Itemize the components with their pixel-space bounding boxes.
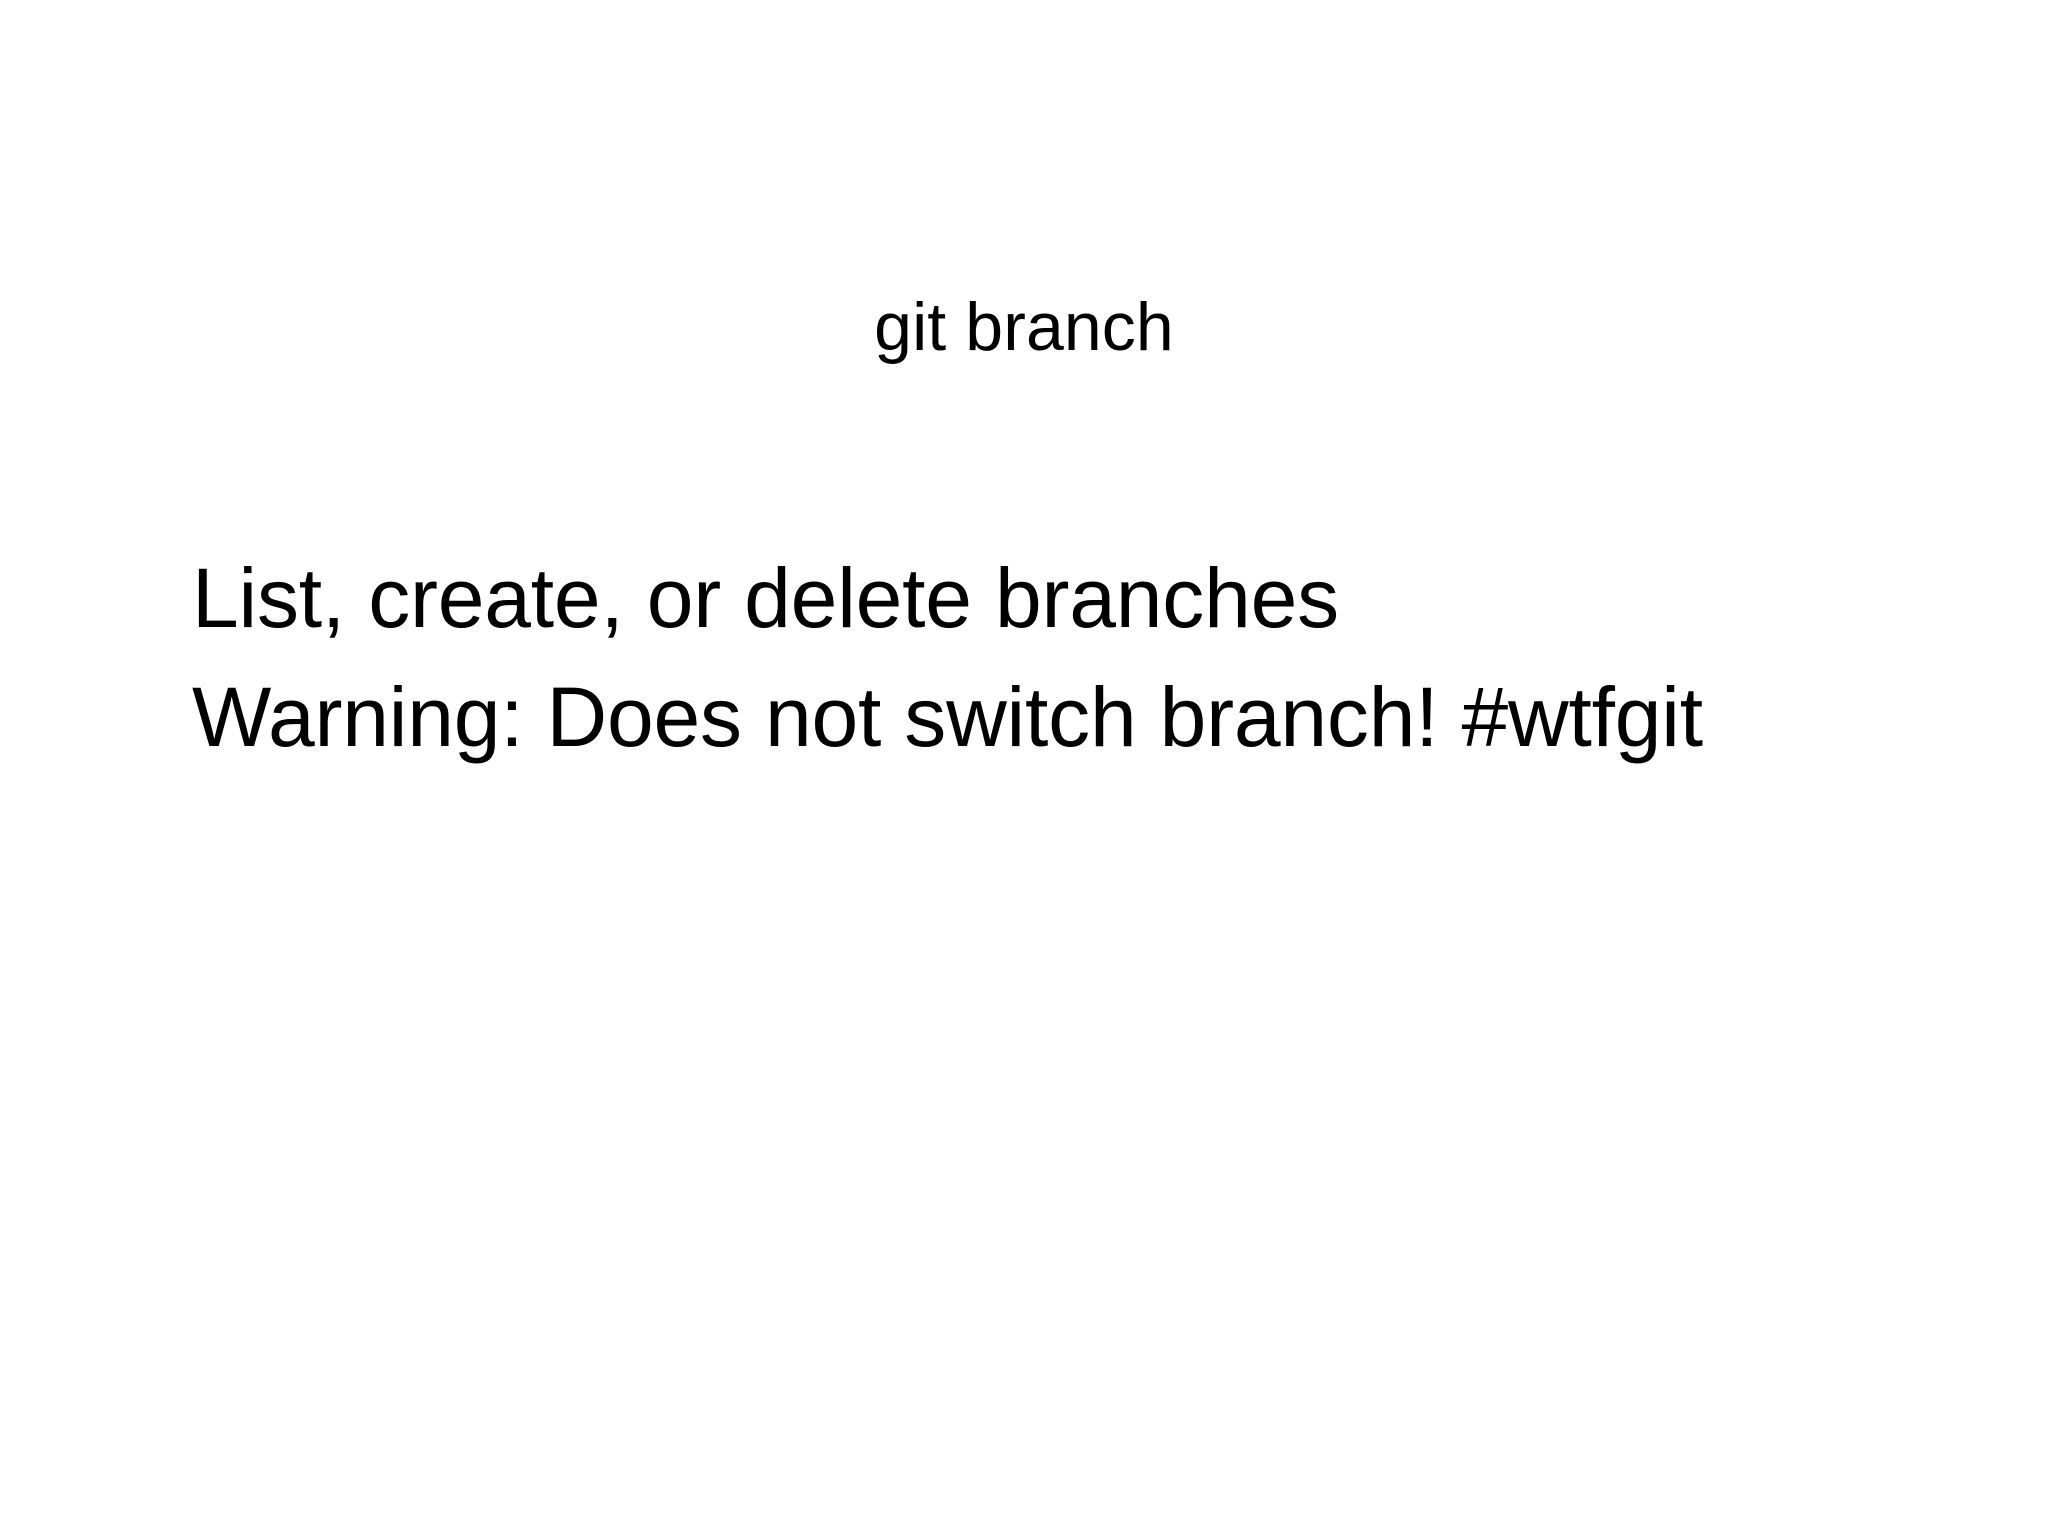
slide-title: git branch	[874, 289, 1174, 365]
body-line-description: List, create, or delete branches	[192, 551, 1339, 645]
body-line-warning: Warning: Does not switch branch! #wtfgit	[192, 670, 1703, 764]
slide-body: List, create, or delete branches Warning…	[192, 539, 1892, 777]
